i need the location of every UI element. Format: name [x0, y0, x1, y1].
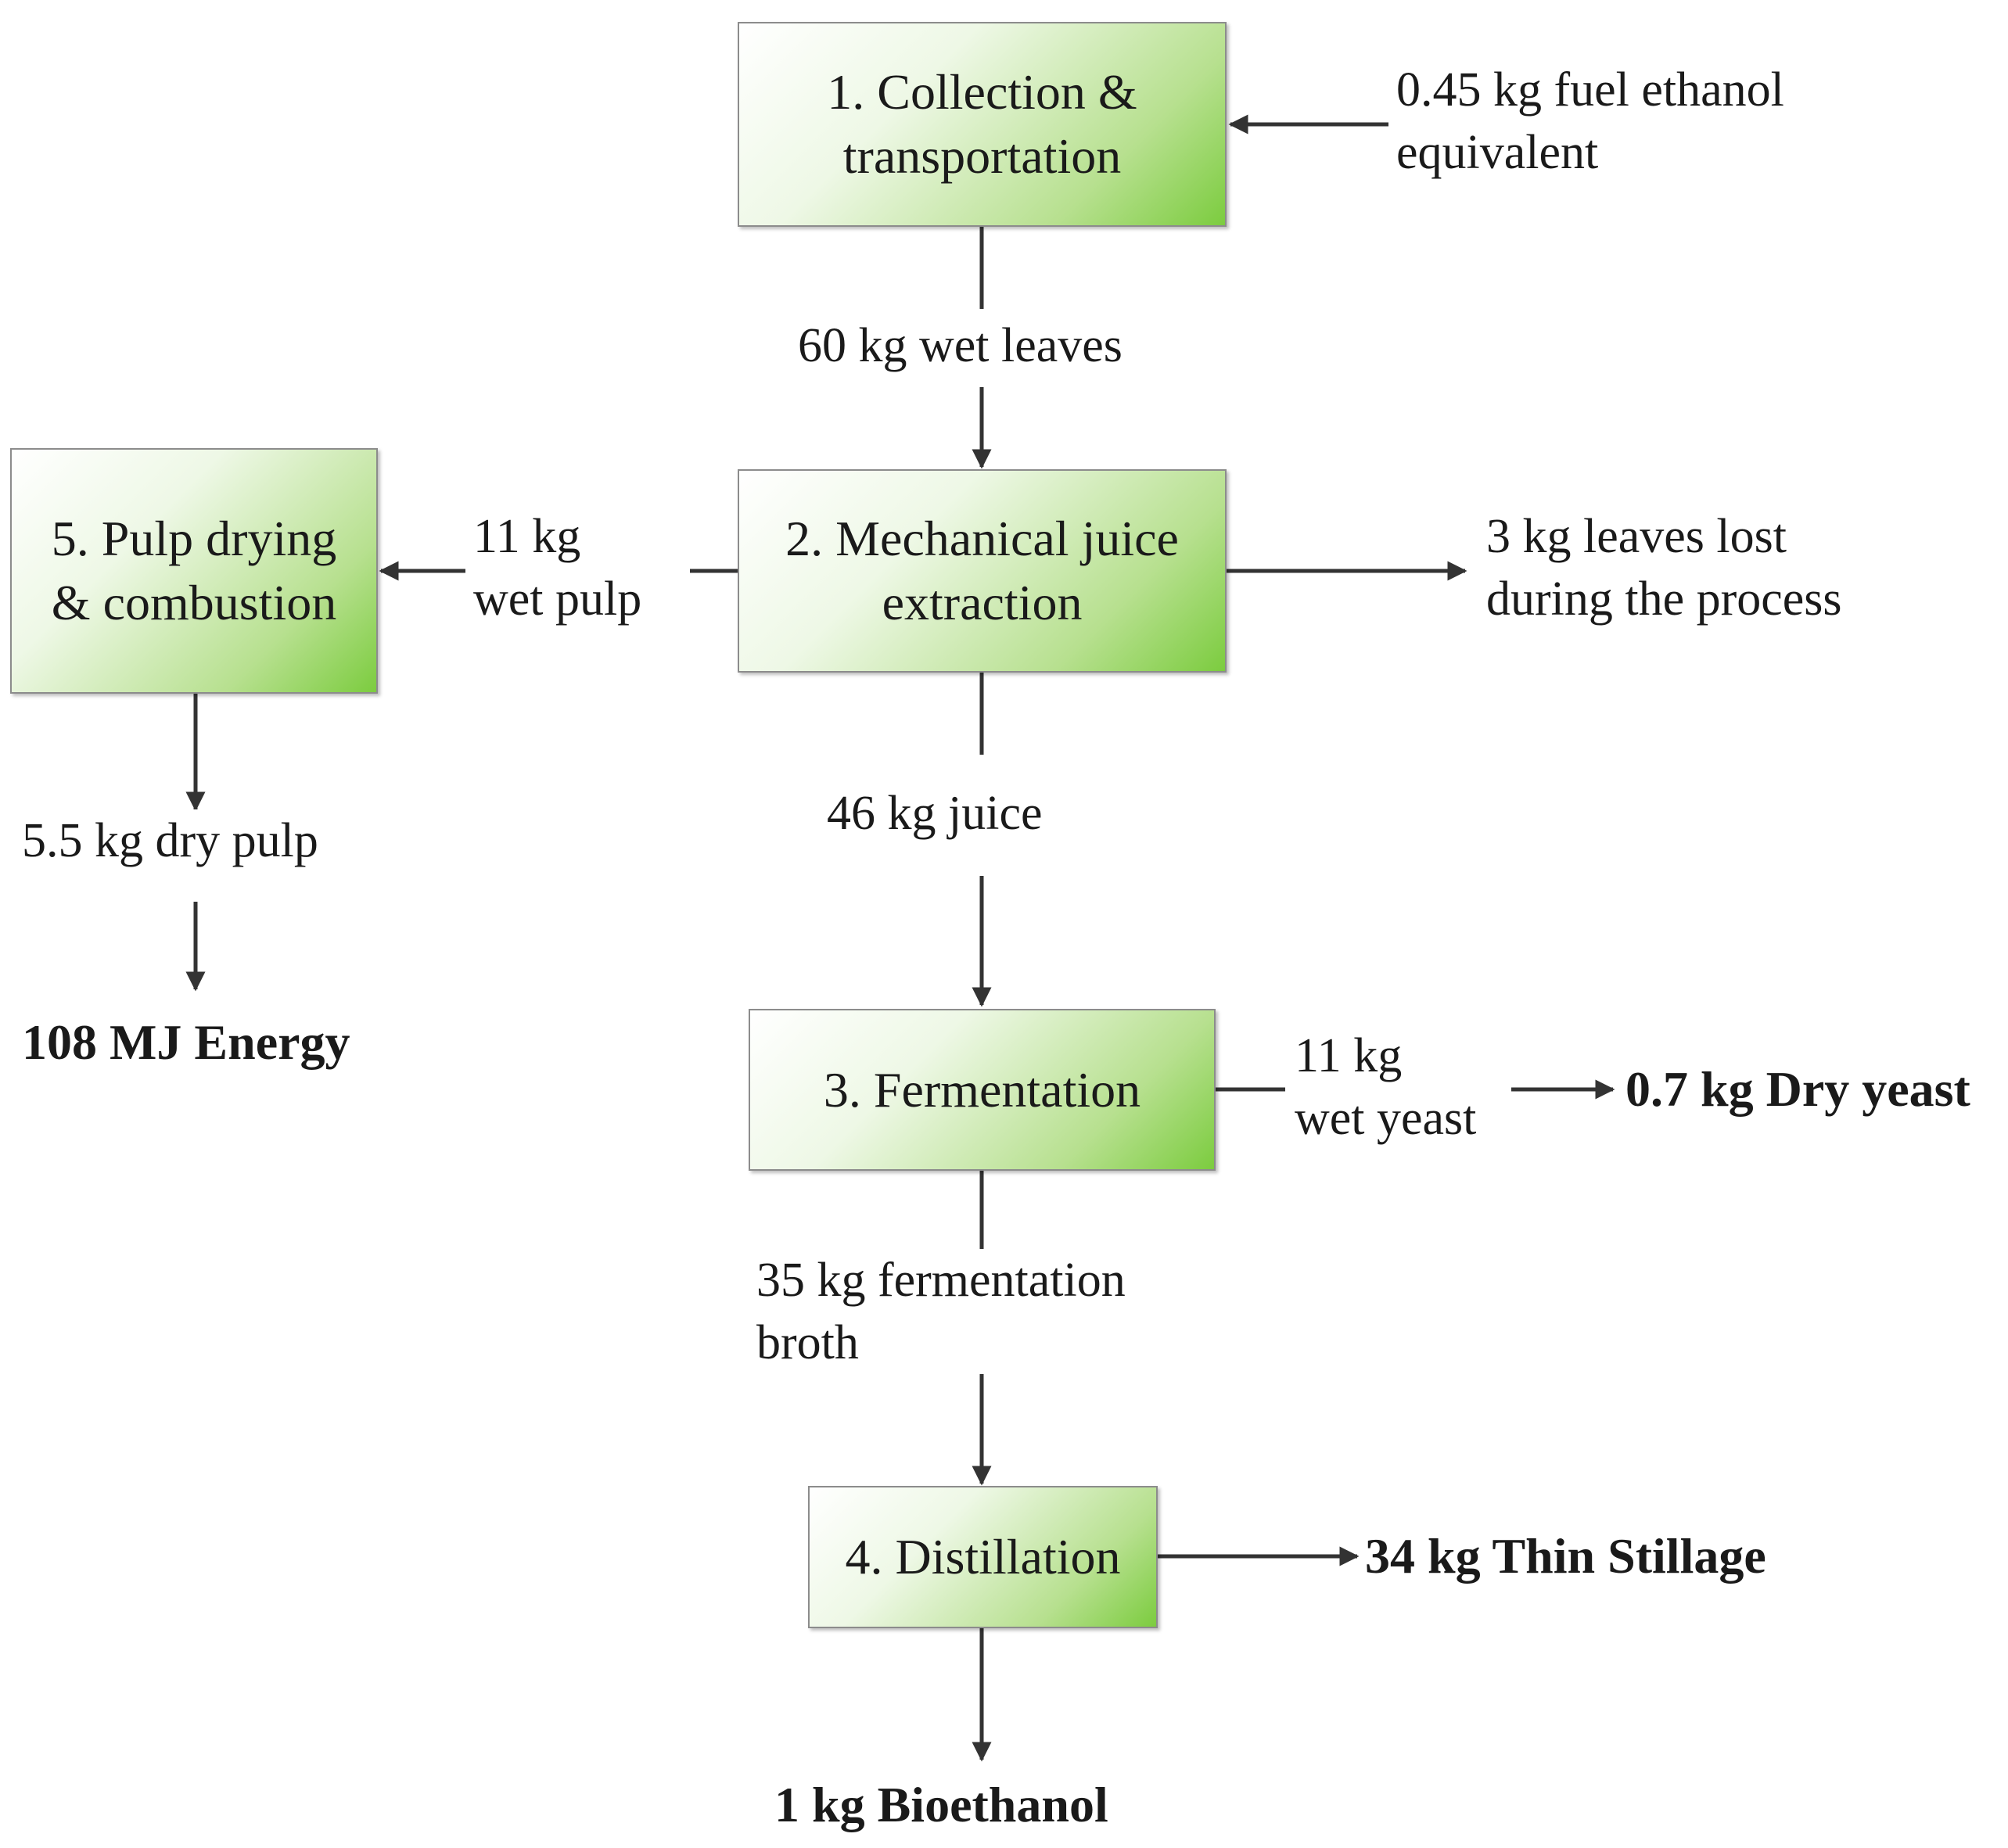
- dry-yeast-output: 0.7 kg Dry yeast: [1625, 1058, 1970, 1121]
- thin-stillage-output: 34 kg Thin Stillage: [1365, 1525, 1766, 1588]
- juice-label: 46 kg juice: [827, 782, 1043, 845]
- step-distillation-box: 4. Distillation: [808, 1486, 1158, 1628]
- energy-output: 108 MJ Energy: [22, 1011, 350, 1074]
- leaves-lost-label: 3 kg leaves lost during the process: [1486, 505, 1842, 630]
- step-extraction-box: 2. Mechanical juice extraction: [738, 469, 1227, 673]
- step-pulp-box: 5. Pulp drying & combustion: [10, 448, 378, 694]
- fuel-input-label: 0.45 kg fuel ethanol equivalent: [1396, 59, 1784, 184]
- broth-label: 35 kg fermentation broth: [756, 1249, 1126, 1374]
- step-fermentation-box: 3. Fermentation: [749, 1009, 1216, 1171]
- dry-pulp-label: 5.5 kg dry pulp: [22, 809, 318, 872]
- wet-leaves-label: 60 kg wet leaves: [798, 314, 1123, 377]
- step-collection-box: 1. Collection & transportation: [738, 22, 1227, 227]
- wet-pulp-label: 11 kg wet pulp: [473, 505, 642, 630]
- bioethanol-output: 1 kg Bioethanol: [774, 1774, 1108, 1836]
- wet-yeast-label: 11 kg wet yeast: [1295, 1024, 1477, 1150]
